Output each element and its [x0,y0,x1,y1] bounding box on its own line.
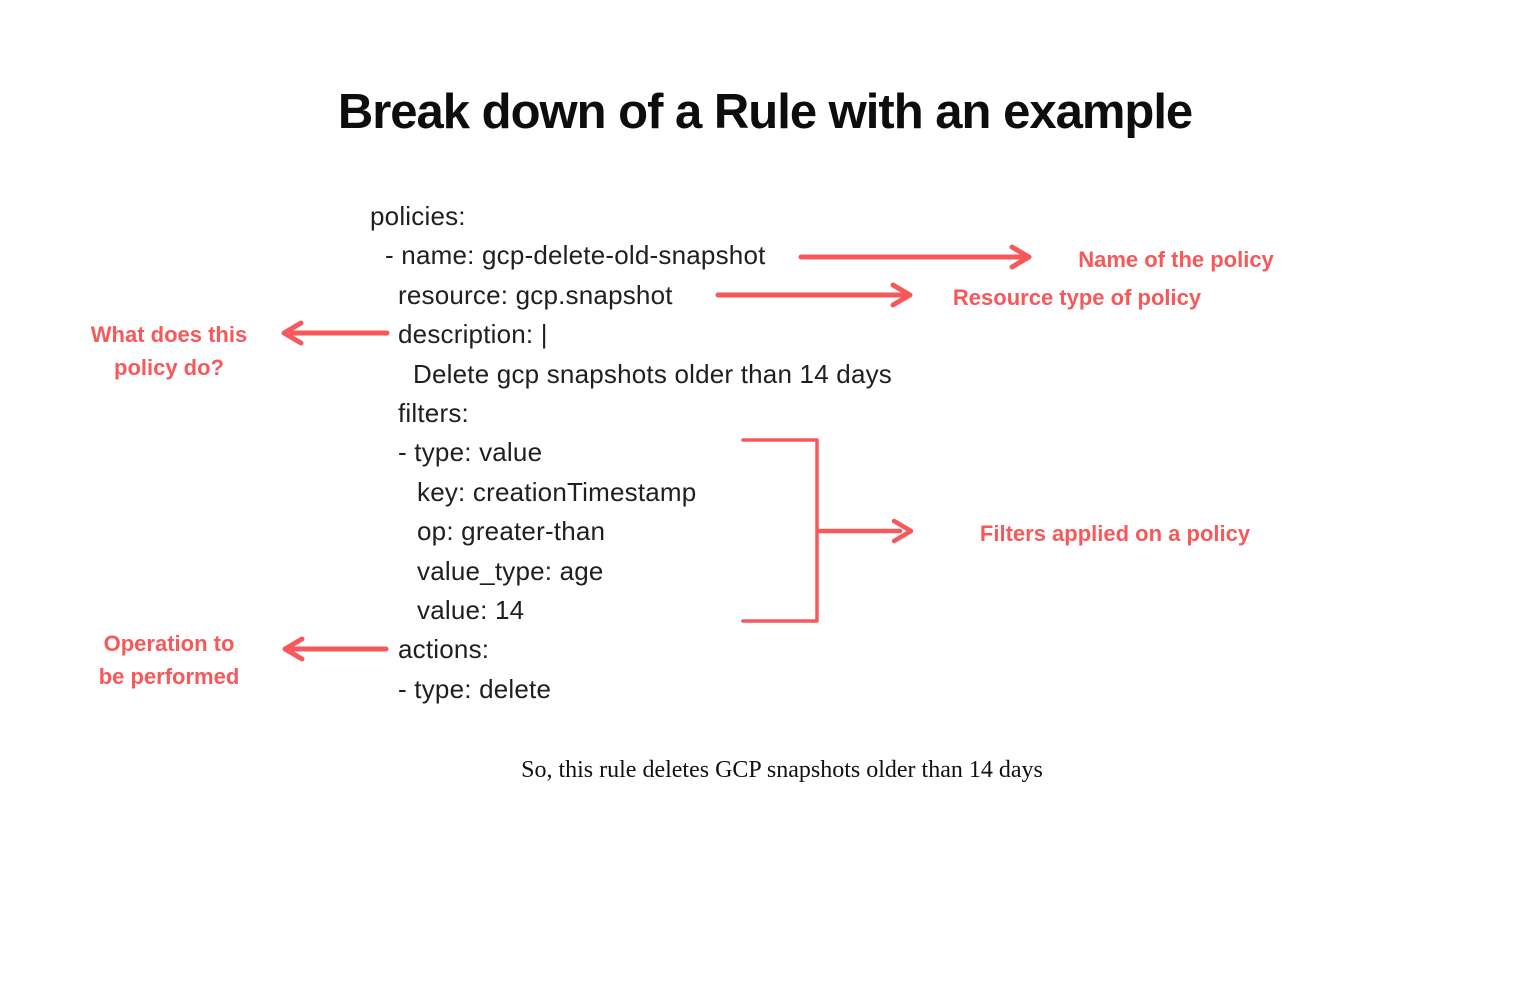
annotation-line: policy do? [114,355,224,380]
yaml-line-policies: policies: [370,201,466,231]
yaml-line-description-text: Delete gcp snapshots older than 14 days [413,358,892,389]
annotation-line: be performed [98,664,240,689]
yaml-line-actions: actions: [398,634,490,665]
yaml-line-action-type: - type: delete [398,673,552,704]
annotation-name-of-policy: Name of the policy [1078,247,1274,272]
annotation-filters-applied: Filters applied on a policy [979,521,1251,546]
yaml-line-filter-key: key: creationTimestamp [417,476,697,507]
annotation-line: What does this [90,322,248,347]
yaml-line-filters: filters: [398,398,469,429]
page-title: Break down of a Rule with an example [337,85,1193,139]
yaml-line-name: - name: gcp-delete-old-snapshot [385,240,766,271]
summary-text: So, this rule deletes GCP snapshots olde… [521,757,1043,783]
annotation-resource-type: Resource type of policy [952,285,1202,310]
yaml-line-filter-op: op: greater-than [417,516,606,547]
yaml-line-resource: resource: gcp.snapshot [398,279,673,310]
yaml-line-description: description: | [398,319,548,350]
yaml-line-filter-type: - type: value [398,437,543,468]
yaml-line-filter-value: value: 14 [417,595,525,626]
yaml-code-block: policies: - name: gcp-delete-old-snapsho… [370,197,892,709]
annotation-line: Operation to [103,631,235,656]
yaml-line-filter-value-type: value_type: age [417,555,604,586]
annotation-operation-performed: Operation to be performed [69,627,269,693]
annotation-what-does-policy-do: What does this policy do? [69,318,269,384]
